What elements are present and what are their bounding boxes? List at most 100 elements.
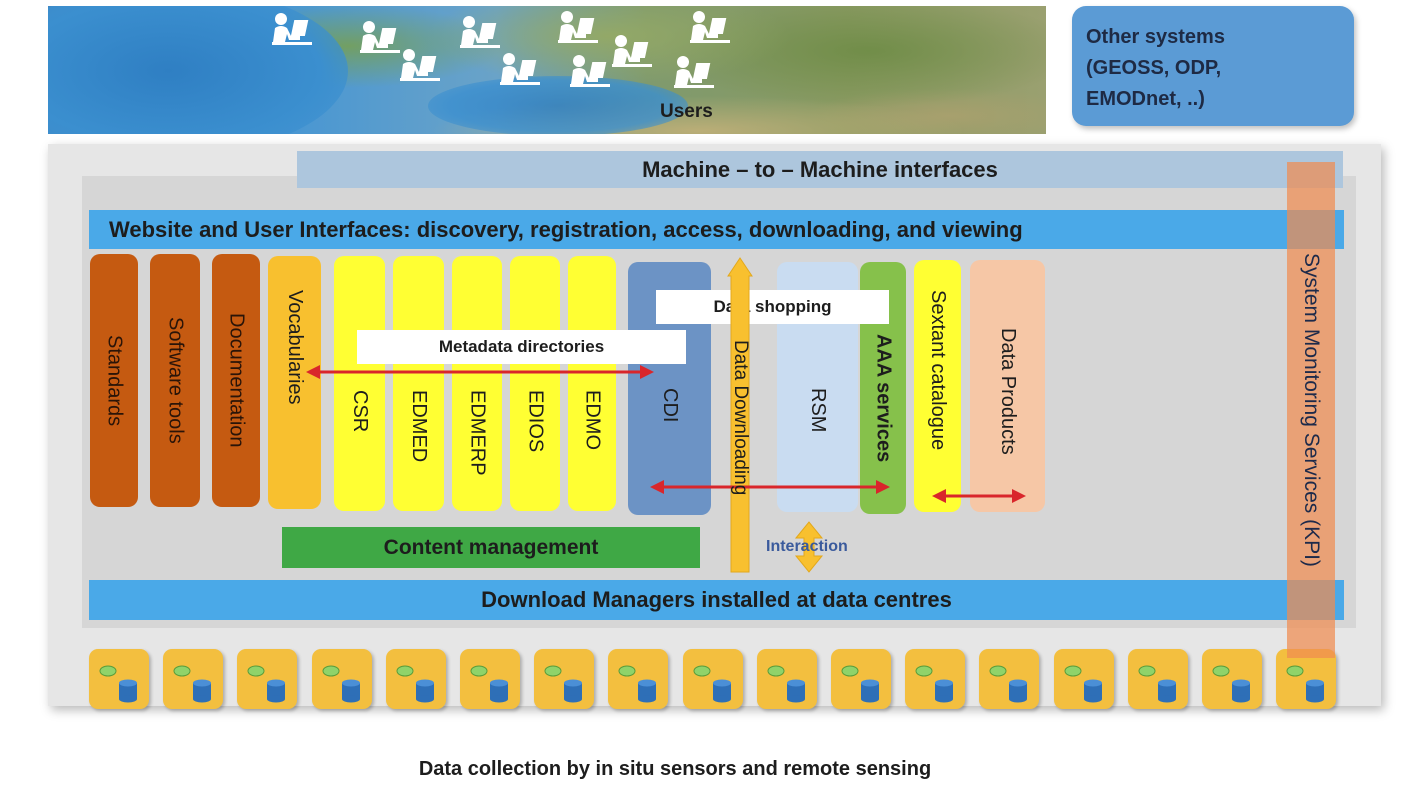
sensor-dot	[841, 665, 859, 677]
software-tools-column: Software tools	[150, 254, 200, 507]
database-icon	[267, 679, 286, 703]
edios-column: EDIOS	[510, 256, 560, 511]
data-centre-icon	[534, 649, 595, 709]
user-at-computer-icon	[498, 52, 542, 88]
sensor-dot	[767, 665, 785, 677]
interaction-label: Interaction	[766, 538, 848, 555]
standards-label: Standards	[103, 334, 126, 427]
database-icon	[1009, 679, 1028, 703]
edmo-label: EDMO	[581, 390, 604, 450]
edmerp-column: EDMERP	[452, 256, 502, 511]
edmed-label: EDMED	[408, 390, 430, 463]
mediterranean-sea	[428, 76, 688, 134]
data-centre-icon	[1276, 649, 1337, 709]
sensor-dot	[173, 665, 191, 677]
database-icon	[193, 679, 212, 703]
edmo-column: EDMO	[568, 256, 616, 511]
vocabularies-column: Vocabularies	[268, 256, 321, 509]
database-icon	[490, 679, 508, 703]
csr-column: CSR	[334, 256, 385, 511]
download-managers-bar: Download Managers installed at data cent…	[89, 580, 1344, 620]
data-centre-icon	[831, 649, 891, 709]
data-centre-icon	[163, 649, 224, 709]
sensor-dot	[989, 665, 1007, 677]
sensor-dot	[322, 665, 340, 677]
data-centre-icon	[608, 649, 669, 709]
sensor-dot	[915, 665, 933, 677]
sextant-catalogue-label: Sextant catalogue	[927, 290, 949, 451]
system-monitoring-bar: System Monitoring Services (KPI)	[1287, 162, 1335, 658]
data-centre-icon	[1202, 649, 1262, 709]
sensor-dot	[544, 665, 562, 677]
user-at-computer-icon	[672, 55, 716, 91]
standards-column: Standards	[90, 254, 138, 507]
sensor-dot	[693, 665, 711, 677]
user-at-computer-icon	[358, 20, 402, 56]
database-icon	[1083, 679, 1102, 703]
software-tools-label: Software tools	[164, 317, 187, 444]
user-at-computer-icon	[458, 15, 502, 51]
website-interfaces-bar: Website and User Interfaces: discovery, …	[89, 210, 1344, 249]
other-systems-line: Other systems	[1086, 26, 1225, 48]
sensor-dot	[1212, 665, 1230, 677]
sensor-dot	[1064, 665, 1082, 677]
machine-to-machine-bar: Machine – to – Machine interfaces	[297, 151, 1343, 188]
database-icon	[415, 679, 434, 703]
data-centre-icon	[1053, 649, 1114, 709]
sensor-dot	[470, 665, 488, 677]
users-label: Users	[660, 101, 713, 122]
users-map-banner	[48, 6, 1046, 134]
data-centre-icon	[905, 649, 966, 709]
vocabularies-label: Vocabularies	[284, 290, 306, 405]
data-centre-icon	[311, 649, 372, 709]
user-at-computer-icon	[556, 10, 600, 46]
metadata-directories-label: Metadata directories	[357, 330, 686, 364]
edmerp-label: EDMERP	[466, 390, 489, 476]
documentation-column: Documentation	[212, 254, 260, 507]
database-icon	[861, 679, 879, 703]
sensor-dot	[396, 665, 414, 677]
data-centre-icon	[89, 649, 149, 709]
data-centre-icon	[237, 649, 298, 709]
database-icon	[1157, 679, 1176, 703]
user-at-computer-icon	[688, 10, 732, 46]
documentation-label: Documentation	[225, 313, 248, 448]
data-centre-icon	[979, 649, 1040, 709]
sensor-dot	[1138, 665, 1156, 677]
data-downloading-label: Data Downloading	[730, 340, 751, 496]
database-icon	[564, 679, 583, 703]
database-icon	[712, 679, 731, 703]
database-icon	[119, 679, 137, 703]
database-icon	[341, 679, 360, 703]
database-icon	[638, 679, 657, 703]
edios-label: EDIOS	[524, 390, 547, 453]
database-icon	[1232, 679, 1250, 703]
data-centre-icon	[1127, 649, 1188, 709]
sensor-dot	[247, 665, 265, 677]
data-centre-icon	[682, 649, 743, 709]
other-systems-box: Other systems (GEOSS, ODP, EMODnet, ..)	[1072, 6, 1354, 126]
other-systems-line: (GEOSS, ODP,	[1086, 57, 1222, 79]
sensor-dot	[99, 665, 117, 677]
cdi-label: CDI	[659, 388, 681, 423]
user-at-computer-icon	[610, 34, 654, 70]
sextant-catalogue-column: Sextant catalogue	[914, 260, 961, 512]
database-icon	[935, 679, 954, 703]
database-icon	[1306, 679, 1325, 703]
data-products-label: Data Products	[997, 328, 1019, 455]
data-shopping-label: Data shopping	[656, 290, 889, 324]
data-downloading-column: Data Downloading	[728, 340, 752, 550]
csr-label: CSR	[349, 390, 371, 433]
content-management-bar: Content management	[282, 527, 700, 568]
sensor-dot	[618, 665, 636, 677]
data-products-column: Data Products	[970, 260, 1045, 512]
data-centre-icon	[385, 649, 446, 709]
edmed-column: EDMED	[393, 256, 444, 511]
aaa-services-label: AAA services	[872, 334, 895, 463]
user-at-computer-icon	[568, 54, 612, 90]
footer-caption: Data collection by in situ sensors and r…	[418, 758, 932, 780]
database-icon	[786, 679, 805, 703]
other-systems-line: EMODnet, ..)	[1086, 88, 1205, 110]
system-monitoring-label: System Monitoring Services (KPI)	[1300, 253, 1323, 567]
user-at-computer-icon	[398, 48, 442, 84]
